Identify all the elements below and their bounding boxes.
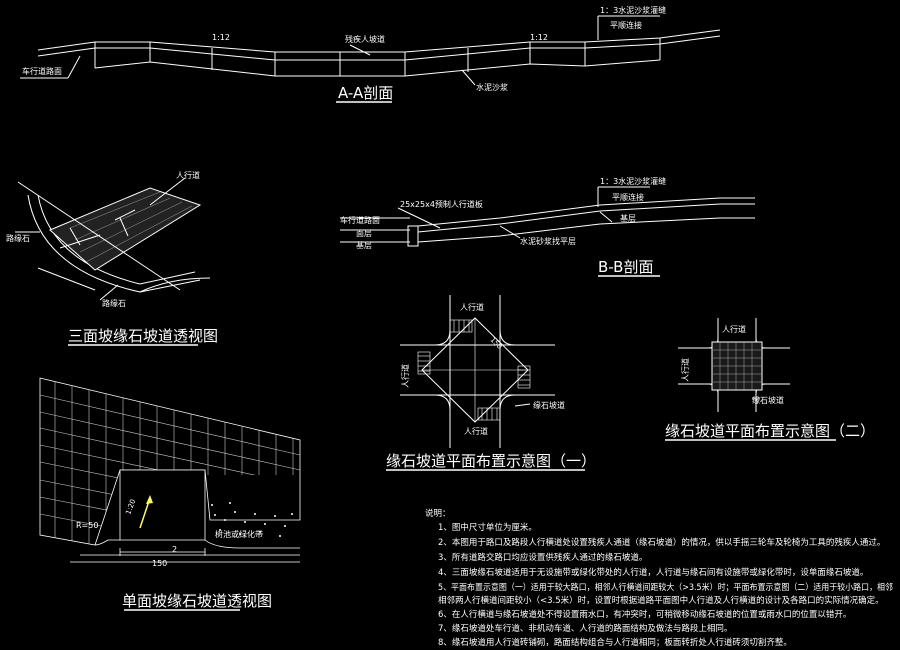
- three-face-title: 三面坡缘石坡道透视图: [68, 327, 218, 345]
- three-face-drawing: [15, 177, 211, 346]
- plan-two-crosswalk-hatch: [712, 342, 762, 390]
- note-6: 6、在人行横道与缘石坡道处不得设置雨水口，有冲突时，可稍微移动缘石坡道的位置或雨…: [438, 609, 851, 620]
- note-8: 8、缘石坡道用人行道砖铺砌，路面结构组合与人行道相同；板面转折处人行道砖须切割齐…: [438, 637, 792, 648]
- plan-one-sidewalk-left: 人行道: [400, 364, 410, 388]
- note-4: 4、三面坡缘石坡道适用于无设施带或绿化带处的人行道，人行道与缘石间有设施带或绿化…: [438, 567, 868, 578]
- note-3: 3、所有道路交路口均应设置供残疾人通过的缘石坡道。: [438, 552, 647, 563]
- section-aa-road-label: 车行道路面: [22, 66, 62, 76]
- single-face-curb-radius: [94, 539, 120, 546]
- three-face-curb-outer: [27, 194, 201, 293]
- note-5: 5、平面布置示意图（一）适用于较大路口，相邻人行横道间距较大（>3.5米）时；平…: [438, 582, 893, 593]
- section-aa-mortar-leader: [461, 69, 476, 86]
- single-face-green-belt-label: 树池或绿化带: [215, 529, 263, 539]
- section-bb-mortar-label: 水泥砂浆找平层: [520, 236, 576, 246]
- notes: 说明： 1、图中尺寸单位为厘米。 2、本图用于路口及路段人行横道处设置残疾人通道…: [425, 508, 893, 648]
- section-aa-joint-label-2: 平顺连接: [610, 20, 642, 30]
- section-aa-slab-bottom: [94, 59, 661, 77]
- three-face-ramp-hatch: [69, 191, 193, 263]
- section-bb-joint-label-2: 平顺连接: [612, 192, 644, 202]
- note-5b: 相邻两人行横道间距较小（<3.5米）时，设置时根据道路平面图中人行道及人行横道的…: [438, 595, 884, 606]
- section-aa-ramp-leader: [349, 44, 371, 56]
- section-aa-slope-left: 1:12: [212, 33, 230, 42]
- plan-two-drawing: [665, 318, 836, 441]
- note-2: 2、本图用于路口及路段人行横道处设置残疾人通道（缘石坡道）的情况，供以手摇三轮车…: [438, 537, 885, 548]
- section-bb-road-label: 车行道路面: [340, 215, 380, 225]
- plan-one-title: 缘石坡道平面布置示意图（一）: [386, 452, 596, 470]
- section-aa: [20, 15, 721, 103]
- three-face-curb-label-1: 路缘石: [6, 233, 30, 243]
- single-face-title: 单面坡缘石坡道透视图: [122, 592, 272, 610]
- plan-two-sidewalk-left: 人行道: [680, 358, 690, 382]
- section-bb-layer-1: 面层: [356, 229, 372, 238]
- plan-two-title: 缘石坡道平面布置示意图（二）: [665, 422, 875, 440]
- plan-one-crosswalks: [417, 319, 531, 421]
- three-face-curb-inner: [37, 194, 196, 285]
- three-face-sidewalk-label: 人行道: [176, 170, 200, 180]
- plan-two-ramp-label: 缘石坡道: [752, 395, 784, 405]
- plan-one-sidewalk-top: 人行道: [460, 302, 484, 312]
- section-aa-joint-label-1: 1：3水泥沙浆灌缝: [600, 5, 666, 15]
- three-face-curb-arc: [139, 277, 211, 293]
- section-aa-slab-joints: [94, 38, 661, 76]
- plan-one-ramp-label: 缘石坡道: [533, 400, 565, 410]
- section-bb-sidewalk-bot: [417, 203, 755, 233]
- section-bb-layer-2: 基层: [356, 240, 372, 250]
- three-face-curb-label-2: 路缘石: [102, 298, 126, 308]
- plan-one-sidewalk-bottom: 人行道: [464, 426, 488, 436]
- single-face-dim-width: 150: [152, 559, 167, 568]
- single-face-radius: R=50: [76, 521, 98, 530]
- section-bb-base-label: 基层: [620, 213, 636, 223]
- section-bb-slab-label: 25x25x4预制人行道板: [400, 199, 483, 209]
- section-aa-ramp-label: 残疾人坡道: [345, 34, 385, 44]
- notes-heading: 说明：: [425, 508, 451, 519]
- section-bb-curb: [407, 225, 419, 247]
- section-bb-sidewalk-top: [417, 197, 755, 227]
- section-aa-slope-right: 1:12: [530, 33, 548, 42]
- plan-two-sidewalk-top: 人行道: [722, 324, 746, 334]
- single-face-dim-small: 2: [172, 545, 177, 554]
- section-bb: [340, 186, 755, 277]
- plan-one-drawing: [386, 295, 585, 471]
- section-bb-base: [417, 217, 755, 243]
- single-face-drawing: [39, 377, 301, 611]
- single-face-green-belt: [211, 502, 293, 537]
- section-aa-mortar-label: 水泥沙浆: [476, 82, 508, 92]
- section-bb-joint-label-1: 1：3水泥沙浆灌缝: [600, 176, 666, 186]
- note-1: 1、图中尺寸单位为厘米。: [438, 522, 537, 533]
- note-7: 7、缘石坡道处车行道、非机动车道、人行道的路面结构及做法与路段上相同。: [438, 623, 732, 634]
- section-aa-title: A-A剖面: [338, 84, 393, 102]
- section-bb-title: B-B剖面: [598, 258, 653, 276]
